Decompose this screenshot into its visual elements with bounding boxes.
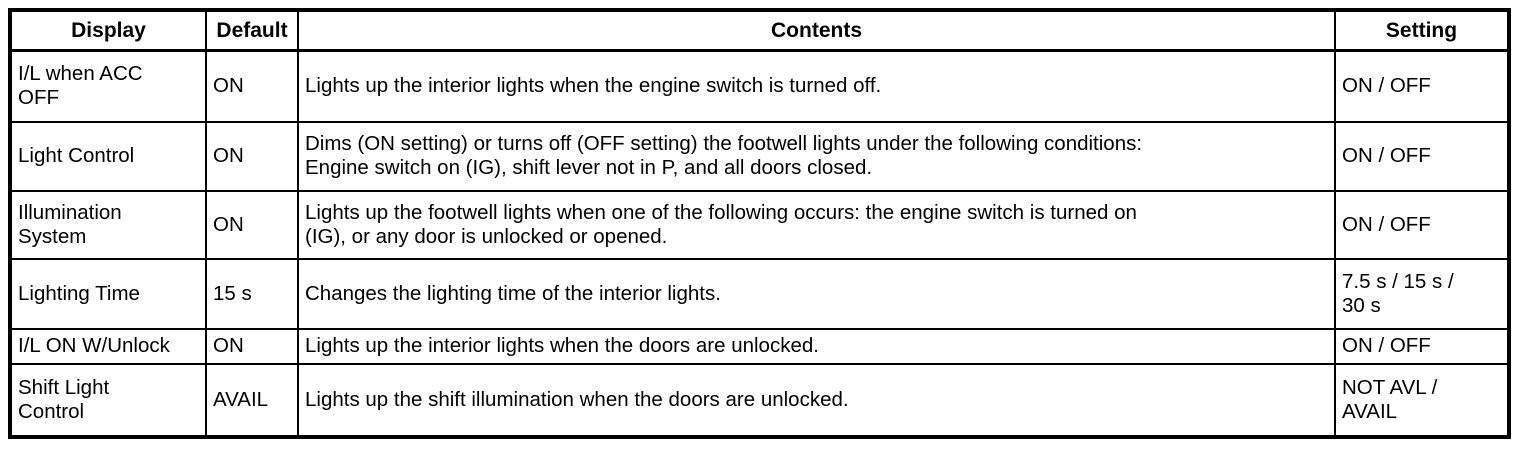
cell-display: Shift Light Control xyxy=(9,362,207,438)
table-row: Illumination System ON Lights up the foo… xyxy=(9,189,1510,260)
table-row: Lighting Time 15 s Changes the lighting … xyxy=(9,257,1510,330)
cell-display: Lighting Time xyxy=(9,257,207,330)
cell-default: ON xyxy=(205,120,299,192)
cell-contents: Lights up the interior lights when the d… xyxy=(297,327,1336,365)
cell-default: ON xyxy=(205,49,299,123)
header-setting: Setting xyxy=(1334,9,1510,52)
table-row: Light Control ON Dims (ON setting) or tu… xyxy=(9,120,1510,192)
cell-contents: Changes the lighting time of the interio… xyxy=(297,257,1336,330)
table-row: I/L ON W/Unlock ON Lights up the interio… xyxy=(9,327,1510,365)
cell-setting: ON / OFF xyxy=(1334,49,1510,123)
cell-contents: Lights up the interior lights when the e… xyxy=(297,49,1336,123)
cell-display: Illumination System xyxy=(9,189,207,260)
vehicle-settings-table: Display Default Contents Setting I/L whe… xyxy=(8,8,1511,439)
cell-display: I/L when ACC OFF xyxy=(9,49,207,123)
table-row: I/L when ACC OFF ON Lights up the interi… xyxy=(9,49,1510,123)
cell-setting: 7.5 s / 15 s / 30 s xyxy=(1334,257,1510,330)
cell-default: ON xyxy=(205,189,299,260)
cell-contents: Lights up the shift illumination when th… xyxy=(297,362,1336,438)
header-contents: Contents xyxy=(297,9,1336,52)
header-display: Display xyxy=(9,9,207,52)
cell-contents: Lights up the footwell lights when one o… xyxy=(297,189,1336,260)
cell-setting: ON / OFF xyxy=(1334,327,1510,365)
cell-contents: Dims (ON setting) or turns off (OFF sett… xyxy=(297,120,1336,192)
table-header-row: Display Default Contents Setting xyxy=(9,9,1510,52)
cell-setting: ON / OFF xyxy=(1334,120,1510,192)
cell-default: 15 s xyxy=(205,257,299,330)
cell-default: ON xyxy=(205,327,299,365)
header-default: Default xyxy=(205,9,299,52)
table-row: Shift Light Control AVAIL Lights up the … xyxy=(9,362,1510,438)
document-page: Display Default Contents Setting I/L whe… xyxy=(8,8,1511,439)
cell-setting: ON / OFF xyxy=(1334,189,1510,260)
cell-setting: NOT AVL / AVAIL xyxy=(1334,362,1510,438)
cell-display: I/L ON W/Unlock xyxy=(9,327,207,365)
cell-default: AVAIL xyxy=(205,362,299,438)
cell-display: Light Control xyxy=(9,120,207,192)
